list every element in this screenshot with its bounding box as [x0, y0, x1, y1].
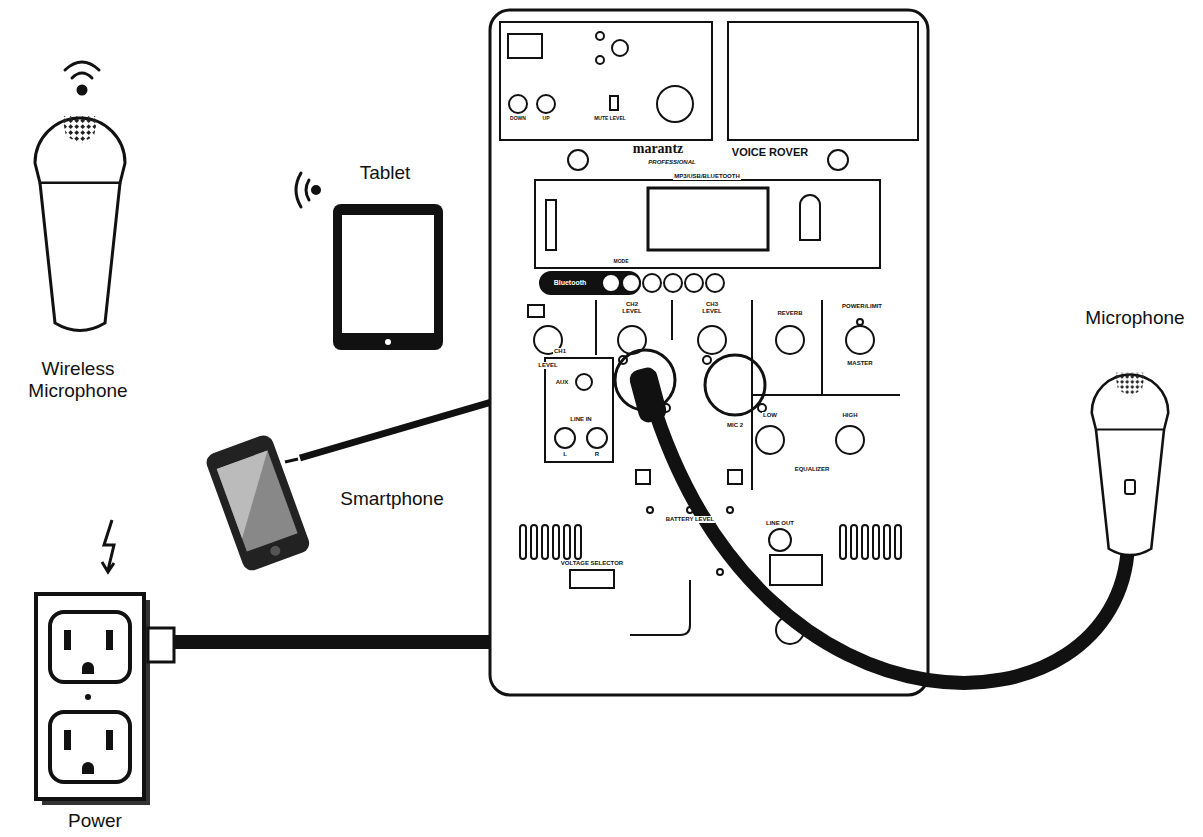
mic-switch — [1125, 480, 1135, 494]
panel-label: EQUALIZER — [794, 466, 831, 473]
panel-label: VOICE ROVER — [731, 146, 809, 159]
power-outlet — [36, 594, 150, 805]
smartphone — [204, 433, 312, 573]
panel-label: PROFESSIONAL — [647, 159, 696, 166]
vent-slot — [531, 525, 537, 559]
panel-label: AUX — [555, 379, 570, 386]
panel-label: LEVEL — [537, 362, 558, 369]
microphone — [1092, 373, 1169, 555]
device-label: marantz — [632, 141, 685, 157]
tablet — [296, 173, 443, 350]
panel-label: BATTERY LEVEL — [665, 516, 716, 523]
voice-rover-panel — [490, 10, 928, 695]
vent-slot — [520, 525, 526, 559]
vent-slot — [575, 525, 581, 559]
panel-label: Bluetooth — [554, 279, 587, 287]
panel-label: MP3/USB/BLUETOOTH — [673, 173, 741, 180]
device-label: Microphone — [1085, 307, 1184, 329]
panel-label: LINE IN — [569, 416, 592, 423]
panel-label: LINE OUT — [765, 520, 795, 527]
wireless-signal — [65, 62, 99, 94]
panel-label: L — [562, 451, 568, 458]
device-label: Smartphone — [340, 488, 444, 510]
power-bolt — [102, 520, 114, 572]
panel-label: CH1 — [553, 348, 567, 355]
panel-label: MODE — [613, 259, 630, 265]
panel-label: DOWN — [509, 116, 527, 122]
panel-label: HIGH — [842, 412, 859, 419]
device-label: Tablet — [360, 162, 411, 184]
device-label: Power — [68, 810, 122, 832]
vent-slot — [884, 525, 890, 559]
vent-slot — [564, 525, 570, 559]
microphone-cable — [650, 395, 1128, 683]
vent-slot — [553, 525, 559, 559]
vent-slot — [542, 525, 548, 559]
panel-label: CH3 LEVEL — [696, 301, 728, 315]
panel-label: UP — [542, 116, 551, 122]
vent-slot — [895, 525, 901, 559]
device-label: Wireless Microphone — [13, 358, 143, 402]
panel-label: R — [594, 451, 600, 458]
panel-label: CH2 LEVEL — [616, 301, 648, 315]
panel-label: LOW — [762, 412, 778, 419]
vent-slot — [851, 525, 857, 559]
vent-slot — [873, 525, 879, 559]
wireless-microphone — [35, 116, 125, 331]
panel-label: MIC 2 — [726, 422, 744, 429]
vent-slot — [862, 525, 868, 559]
xlr-plug — [627, 365, 668, 424]
panel-label: REVERB — [776, 310, 803, 317]
vent-slot — [840, 525, 846, 559]
panel-label: VOLTAGE SELECTOR — [560, 560, 624, 567]
panel-label: MUTE LEVEL — [593, 116, 627, 122]
panel-label: POWER/LIMIT — [841, 303, 883, 310]
panel-label: MASTER — [846, 360, 873, 367]
